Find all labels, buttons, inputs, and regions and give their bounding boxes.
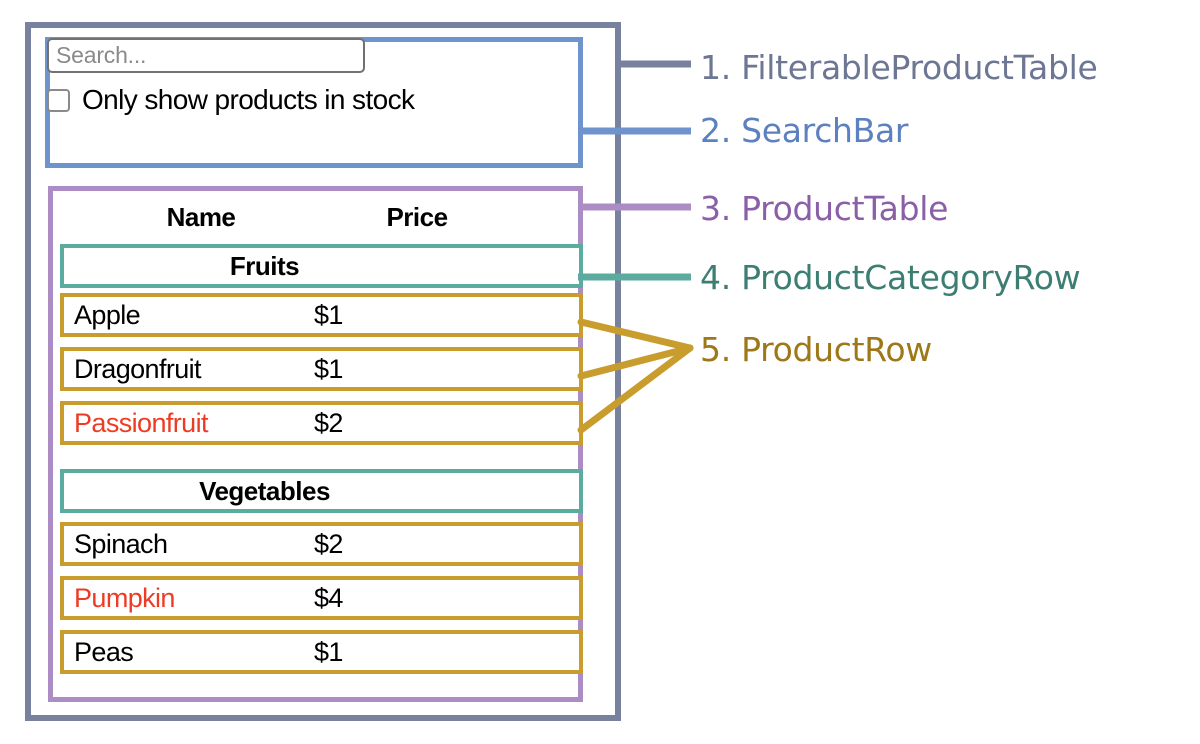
product-category-row: Vegetables	[60, 469, 583, 513]
product-name: Dragonfruit	[74, 353, 202, 384]
caption-filterable-product-table: 1. FilterableProductTable	[700, 48, 1098, 87]
product-table-header: Name Price	[60, 196, 583, 238]
product-price: $1	[314, 353, 343, 384]
product-price: $4	[314, 582, 343, 613]
column-header-name: Name	[166, 201, 236, 232]
product-price: $2	[314, 528, 343, 559]
in-stock-checkbox-label: Only show products in stock	[82, 84, 415, 115]
product-name: Spinach	[74, 528, 168, 559]
product-row: Pumpkin $4	[60, 576, 583, 620]
product-row: Passionfruit $2	[60, 401, 583, 445]
product-price: $1	[314, 299, 343, 330]
in-stock-checkbox[interactable]	[47, 88, 70, 112]
product-name: Peas	[74, 636, 134, 667]
product-category-label: Vegetables	[199, 475, 330, 506]
caption-product-category-row: 4. ProductCategoryRow	[700, 258, 1081, 297]
product-category-row: Fruits	[60, 244, 583, 288]
column-header-price: Price	[386, 201, 448, 232]
product-row: Apple $1	[60, 293, 583, 337]
product-price: $1	[314, 636, 343, 667]
caption-product-row: 5. ProductRow	[700, 330, 932, 369]
in-stock-filter-row[interactable]: Only show products in stock	[47, 84, 415, 116]
search-input[interactable]: Search...	[47, 38, 365, 73]
product-name: Apple	[74, 299, 141, 330]
caption-product-table: 3. ProductTable	[700, 189, 949, 228]
caption-search-bar: 2. SearchBar	[700, 111, 909, 150]
product-price: $2	[314, 407, 343, 438]
product-name-out-of-stock: Passionfruit	[74, 407, 208, 438]
product-row: Dragonfruit $1	[60, 347, 583, 391]
product-category-label: Fruits	[229, 250, 300, 281]
product-name-out-of-stock: Pumpkin	[74, 582, 175, 613]
product-row: Peas $1	[60, 630, 583, 674]
product-row: Spinach $2	[60, 522, 583, 566]
